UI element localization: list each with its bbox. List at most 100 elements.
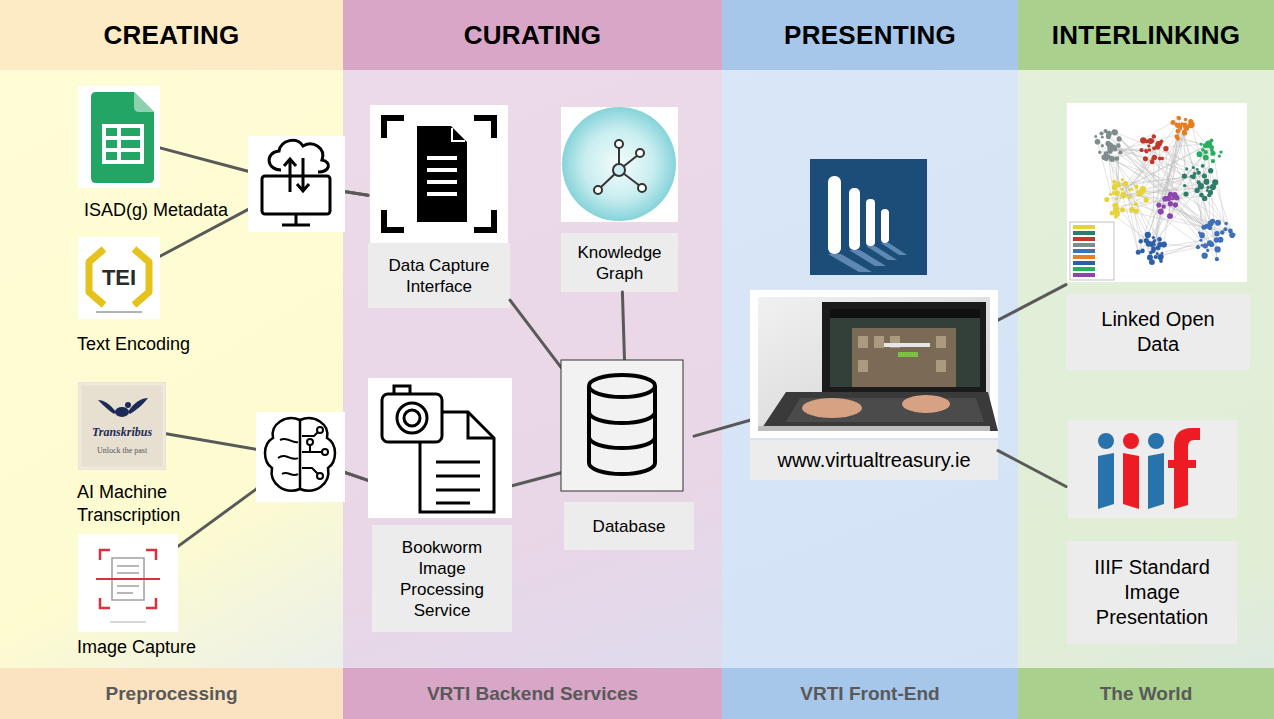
cloud-sync-icon-part <box>269 140 328 172</box>
camera-document-icon <box>368 378 512 518</box>
network-dot <box>1173 205 1176 208</box>
spreadsheet-icon-part <box>91 92 154 183</box>
vrti-logo-part <box>866 199 875 246</box>
network-dot <box>1153 239 1156 242</box>
laptop-photo-part <box>830 309 980 318</box>
column-heading: INTERLINKING <box>1018 0 1274 70</box>
network-link <box>1177 137 1213 161</box>
network-dot <box>1196 168 1199 171</box>
spreadsheet-icon-part <box>104 148 142 152</box>
vrti-logo-part <box>881 209 889 243</box>
network-dot <box>1171 192 1177 198</box>
network-dot <box>1204 150 1208 154</box>
network-dot <box>1143 197 1148 202</box>
laptop-photo-part <box>822 302 986 392</box>
service-label: Database <box>564 502 694 550</box>
network-dot <box>1094 135 1097 138</box>
network-dot <box>1202 174 1207 179</box>
ai-brain-icon-part <box>256 412 345 502</box>
vrti-logo-part <box>849 188 860 250</box>
transkribus-logo-part <box>98 400 116 414</box>
iiif-logo-part <box>1068 420 1237 518</box>
network-dot <box>1140 249 1145 254</box>
network-dot <box>1127 195 1131 199</box>
logo-text: Transkribus <box>78 424 166 440</box>
scanner-icon-part <box>117 565 139 567</box>
column-footer: VRTI Backend Services <box>343 668 722 719</box>
network-dot <box>1201 164 1205 168</box>
iiif-logo-part <box>1174 428 1200 509</box>
network-dot <box>1207 193 1211 197</box>
network-dot <box>1152 236 1155 239</box>
document-scan-icon-part <box>452 128 465 141</box>
network-legend-part <box>1073 243 1095 247</box>
network-dot <box>1201 236 1204 239</box>
network-dot <box>1210 148 1214 152</box>
network-dot <box>1201 244 1204 247</box>
network-dot <box>1185 167 1188 170</box>
network-dot <box>1168 201 1173 206</box>
camera-document-icon-part <box>436 475 480 478</box>
spreadsheet-icon <box>78 86 160 188</box>
network-dot <box>1107 147 1113 153</box>
network-dot <box>1134 185 1138 189</box>
network-dot <box>1203 155 1209 161</box>
vrti-logo-part <box>810 159 927 275</box>
network-dot <box>1215 257 1219 261</box>
document-scan-icon-part <box>427 168 457 172</box>
laptop-photo-part <box>758 426 990 431</box>
network-dot <box>1188 122 1194 128</box>
network-dot <box>1152 155 1157 160</box>
network-dot <box>1101 136 1104 139</box>
network-dot <box>1182 130 1186 134</box>
document-scan-icon <box>370 105 508 243</box>
camera-document-icon-part <box>368 378 512 518</box>
network-dot <box>1134 202 1138 206</box>
network-link <box>1115 132 1218 249</box>
network-dot <box>1095 139 1101 145</box>
network-link <box>1168 145 1210 198</box>
network-link <box>1108 143 1226 223</box>
spreadsheet-icon-part <box>104 136 142 140</box>
scanner-icon-part <box>117 572 139 574</box>
network-link <box>1114 131 1210 243</box>
network-legend-part <box>1073 249 1095 253</box>
network-link <box>1170 174 1195 216</box>
laptop-photo-part <box>858 336 868 348</box>
network-dot <box>1208 226 1213 231</box>
network-dot <box>1099 131 1103 135</box>
laptop-photo-part <box>936 336 946 348</box>
laptop-photo-part <box>760 392 998 431</box>
network-link <box>1137 176 1184 192</box>
network-dot <box>1139 239 1143 243</box>
network-dot <box>1154 255 1158 259</box>
network-dot <box>1110 157 1113 160</box>
scanner-icon <box>78 534 178 632</box>
network-dot <box>1120 192 1126 198</box>
laptop-photo-part <box>786 398 984 422</box>
document-scan-icon-part <box>427 180 457 184</box>
network-link <box>1177 137 1210 243</box>
ai-brain-icon-part <box>302 432 322 474</box>
camera-document-icon-part <box>436 461 480 464</box>
standard-label: Linked Open Data <box>1066 294 1250 370</box>
network-link <box>1108 143 1161 257</box>
network-graph-part <box>1067 103 1247 282</box>
network-dot <box>1157 254 1163 260</box>
network-dot <box>1193 172 1197 176</box>
network-dot <box>1119 150 1123 154</box>
network-legend-part <box>1073 225 1095 229</box>
knowledge-graph-icon-part <box>594 186 602 194</box>
network-dot <box>1197 180 1201 184</box>
network-dot <box>1208 168 1213 173</box>
network-dot <box>1144 149 1148 153</box>
network-dot <box>1196 245 1200 249</box>
document-scan-icon-part <box>384 118 494 230</box>
network-dot <box>1121 188 1124 191</box>
network-link <box>1138 195 1231 231</box>
transkribus-logo-part <box>128 398 148 414</box>
network-dot <box>1130 188 1133 191</box>
spreadsheet-icon-part <box>104 126 142 162</box>
connector-line <box>622 292 624 360</box>
